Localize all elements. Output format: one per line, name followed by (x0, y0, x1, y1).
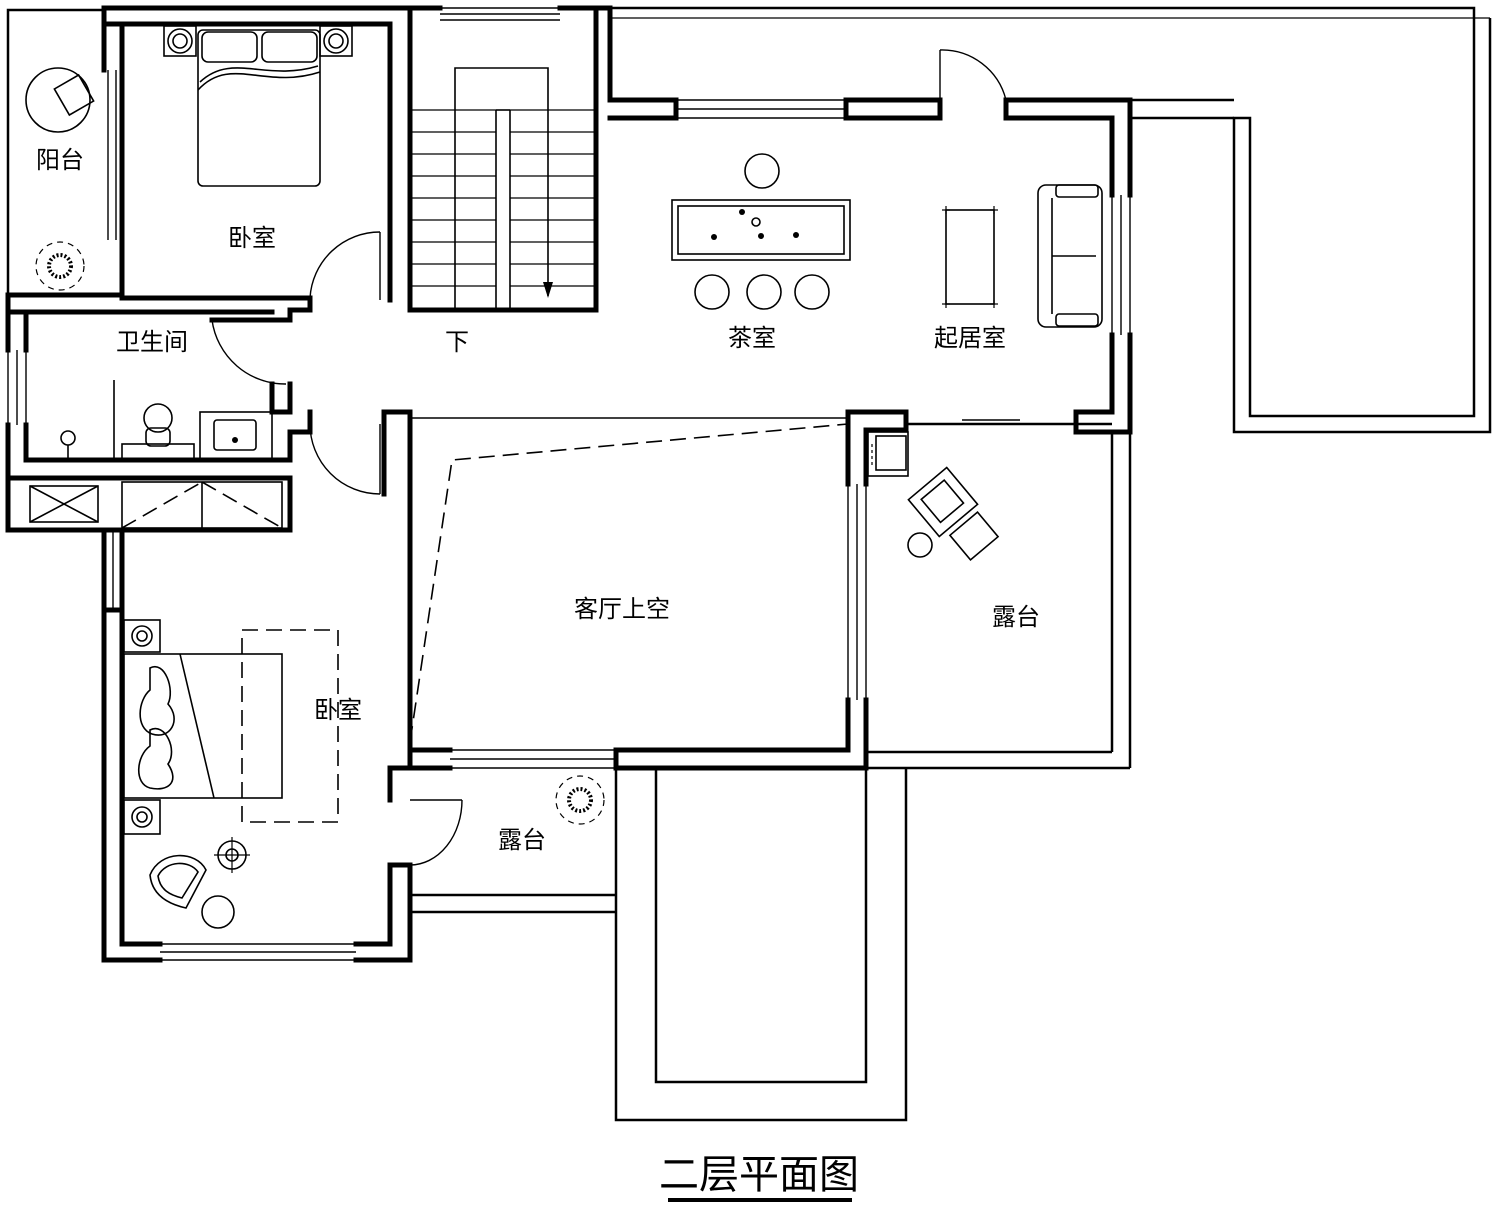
plant-icon-terrace (555, 775, 605, 825)
label-bedroom-bottom: 卧室 (314, 696, 362, 724)
label-terrace-south: 露台 (498, 826, 546, 854)
toilet-icon (121, 403, 195, 461)
title-text: 二层平面图 (659, 1152, 859, 1198)
doors (211, 49, 1020, 866)
windows (7, 7, 1131, 961)
sink-icon (199, 411, 273, 461)
label-bedroom-top: 卧室 (228, 224, 276, 252)
label-living-void: 客厅上空 (574, 595, 670, 623)
storage-icon (29, 481, 283, 529)
terrace-outlines (410, 6, 1492, 1122)
bed-icon-lower (123, 619, 339, 835)
label-bathroom: 卫生间 (116, 328, 188, 356)
shower-drain-icon (60, 380, 115, 460)
living-void-outline (409, 423, 849, 743)
sofa-icon (942, 184, 1103, 328)
tea-table-icon (671, 153, 851, 310)
label-tea-room: 茶室 (728, 324, 776, 352)
bed-icon (163, 25, 353, 187)
sink-counter-icon (867, 431, 909, 477)
plant-icon (35, 241, 85, 291)
label-terrace-east: 露台 (992, 603, 1040, 631)
room-labels: 阳台 卧室 卫生间 下 茶室 起居室 客厅上空 露台 卧室 露台 (36, 146, 1040, 854)
terrace-chair-icon (907, 466, 1000, 561)
label-stair-down: 下 (445, 328, 469, 356)
label-balcony: 阳台 (36, 146, 84, 174)
label-living-room: 起居室 (934, 324, 1006, 352)
staircase (410, 67, 596, 310)
lounge-chair-icon (25, 67, 95, 133)
plan-title: 二层平面图 (659, 1152, 859, 1202)
armchair-icon (149, 837, 250, 929)
walls (5, 5, 1133, 963)
